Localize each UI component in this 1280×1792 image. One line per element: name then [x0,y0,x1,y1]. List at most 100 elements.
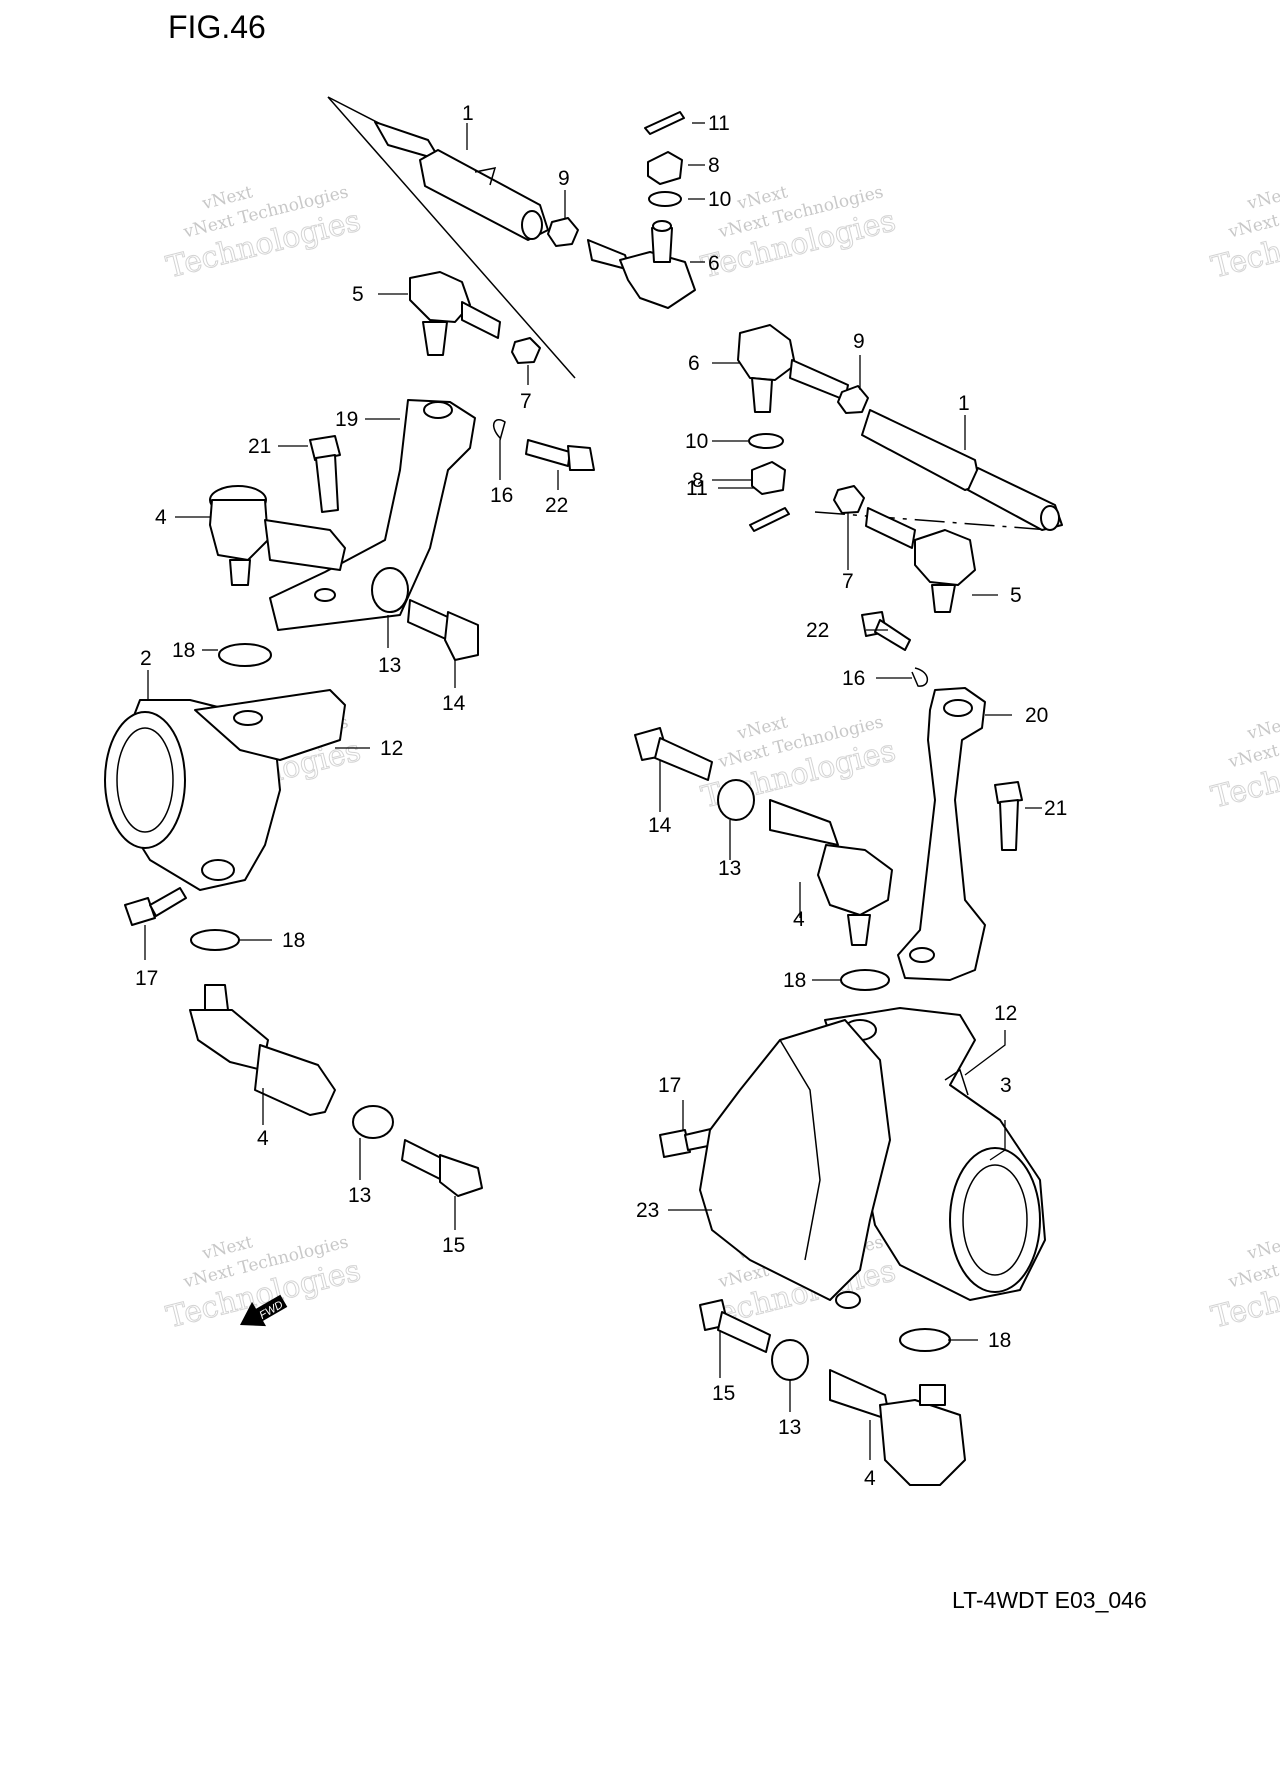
callout-label: 20 [1025,704,1048,727]
boot [699,1019,891,1309]
washer [371,567,409,613]
washer [352,1105,394,1139]
callout-label: 11 [686,477,708,500]
callout-label: 4 [864,1467,876,1490]
callout-label: 4 [155,506,167,529]
washer [771,1339,809,1381]
castle-nut [751,461,786,495]
tie-rod-end [409,271,501,356]
callout-label: 14 [442,692,466,715]
bolt [994,781,1023,851]
callout-label: 1 [958,392,970,415]
assembly-line [814,511,1051,531]
callout-label: 13 [348,1184,371,1207]
callout-label: 13 [778,1416,801,1439]
left-knuckle-assembly: FWD [104,271,595,1327]
callout-label: 4 [257,1127,269,1150]
cotter-pin [749,507,790,532]
svg-text:vNext: vNext [1244,1232,1280,1264]
knuckle-arm [897,687,986,981]
washer [190,929,240,951]
cotter-pin [644,111,685,135]
right-knuckle-assembly [634,485,1046,1486]
callout-label: 7 [520,390,532,413]
tie-rod-assembly-lower [737,324,1063,532]
callout-label: 18 [172,639,195,662]
tie-rod-end [829,1369,966,1486]
callout-label: 21 [248,435,271,458]
tie-rod-end [865,507,976,613]
callout-labels: 1 11 8 9 10 6 5 7 19 21 16 22 4 18 2 13 … [135,102,1067,1490]
callout-label: 3 [1000,1074,1012,1097]
callout-label: 12 [380,737,403,760]
callout-label: 18 [282,929,305,952]
callout-label: 4 [793,908,805,931]
nut [837,385,869,414]
callout-label: 13 [378,654,401,677]
callout-label: 5 [352,283,364,306]
washer [717,779,755,821]
bolt [124,887,187,926]
bolt [861,611,911,651]
callout-label: 17 [135,967,158,990]
nut [833,485,865,514]
steering-knuckle [104,689,346,891]
watermark: vNext vNext Technologies Technologies [162,182,364,286]
tie-rod-end [769,799,893,946]
bolt [407,599,479,661]
diagram-code: LT-4WDT E03_046 [952,1587,1147,1613]
callout-label: 23 [636,1199,659,1222]
nut [511,337,541,364]
callout-label: 15 [712,1382,735,1405]
bolt [401,1139,483,1197]
callout-label: 2 [140,647,152,670]
watermark: vNext vNext Technologies Technologies [1207,712,1280,816]
callout-label: 13 [718,857,741,880]
bolt [525,439,595,471]
tie-rod-end [737,324,849,413]
callout-label: 8 [692,469,704,492]
callout-label: 5 [1010,584,1022,607]
callout-label: 11 [708,112,730,135]
callout-label: 9 [853,330,865,353]
callout-label: 1 [462,102,474,125]
callout-label: 6 [688,352,700,375]
callout-label: 9 [558,167,570,190]
callout-label: 10 [708,188,731,211]
callout-label: 18 [988,1329,1011,1352]
bolt [634,727,713,781]
leader-lines [144,122,1042,1460]
callout-label: 19 [335,408,358,431]
tie-rod [861,409,1063,531]
figure-title: FIG.46 [168,9,266,45]
callout-label: 16 [490,484,513,507]
callout-label: 16 [842,667,865,690]
callout-label: 6 [708,252,720,275]
castle-nut [647,151,683,185]
callout-label: 10 [685,430,708,453]
callout-label: 21 [1044,797,1067,820]
svg-text:vNext: vNext [1244,712,1280,744]
nut [547,217,579,247]
watermark: vNext vNext Technologies Technologies [1207,1232,1280,1336]
callout-label: 22 [806,619,829,642]
washer [648,191,682,207]
knuckle-arm [269,399,476,631]
tie-rod-end [587,220,696,309]
washer [748,433,784,449]
bolt [309,435,341,513]
tie-rod-end [209,485,346,586]
svg-text:vNext: vNext [1244,182,1280,214]
tie-rod-end [189,984,336,1116]
assembly-line [327,96,576,379]
callout-label: 12 [994,1002,1017,1025]
callout-label: 17 [658,1074,681,1097]
clip [492,418,506,441]
washer [840,969,890,991]
callout-label: 8 [708,154,720,177]
washer [218,643,272,667]
callout-label: 7 [842,570,854,593]
clip [911,667,929,687]
bolt [699,1299,771,1353]
